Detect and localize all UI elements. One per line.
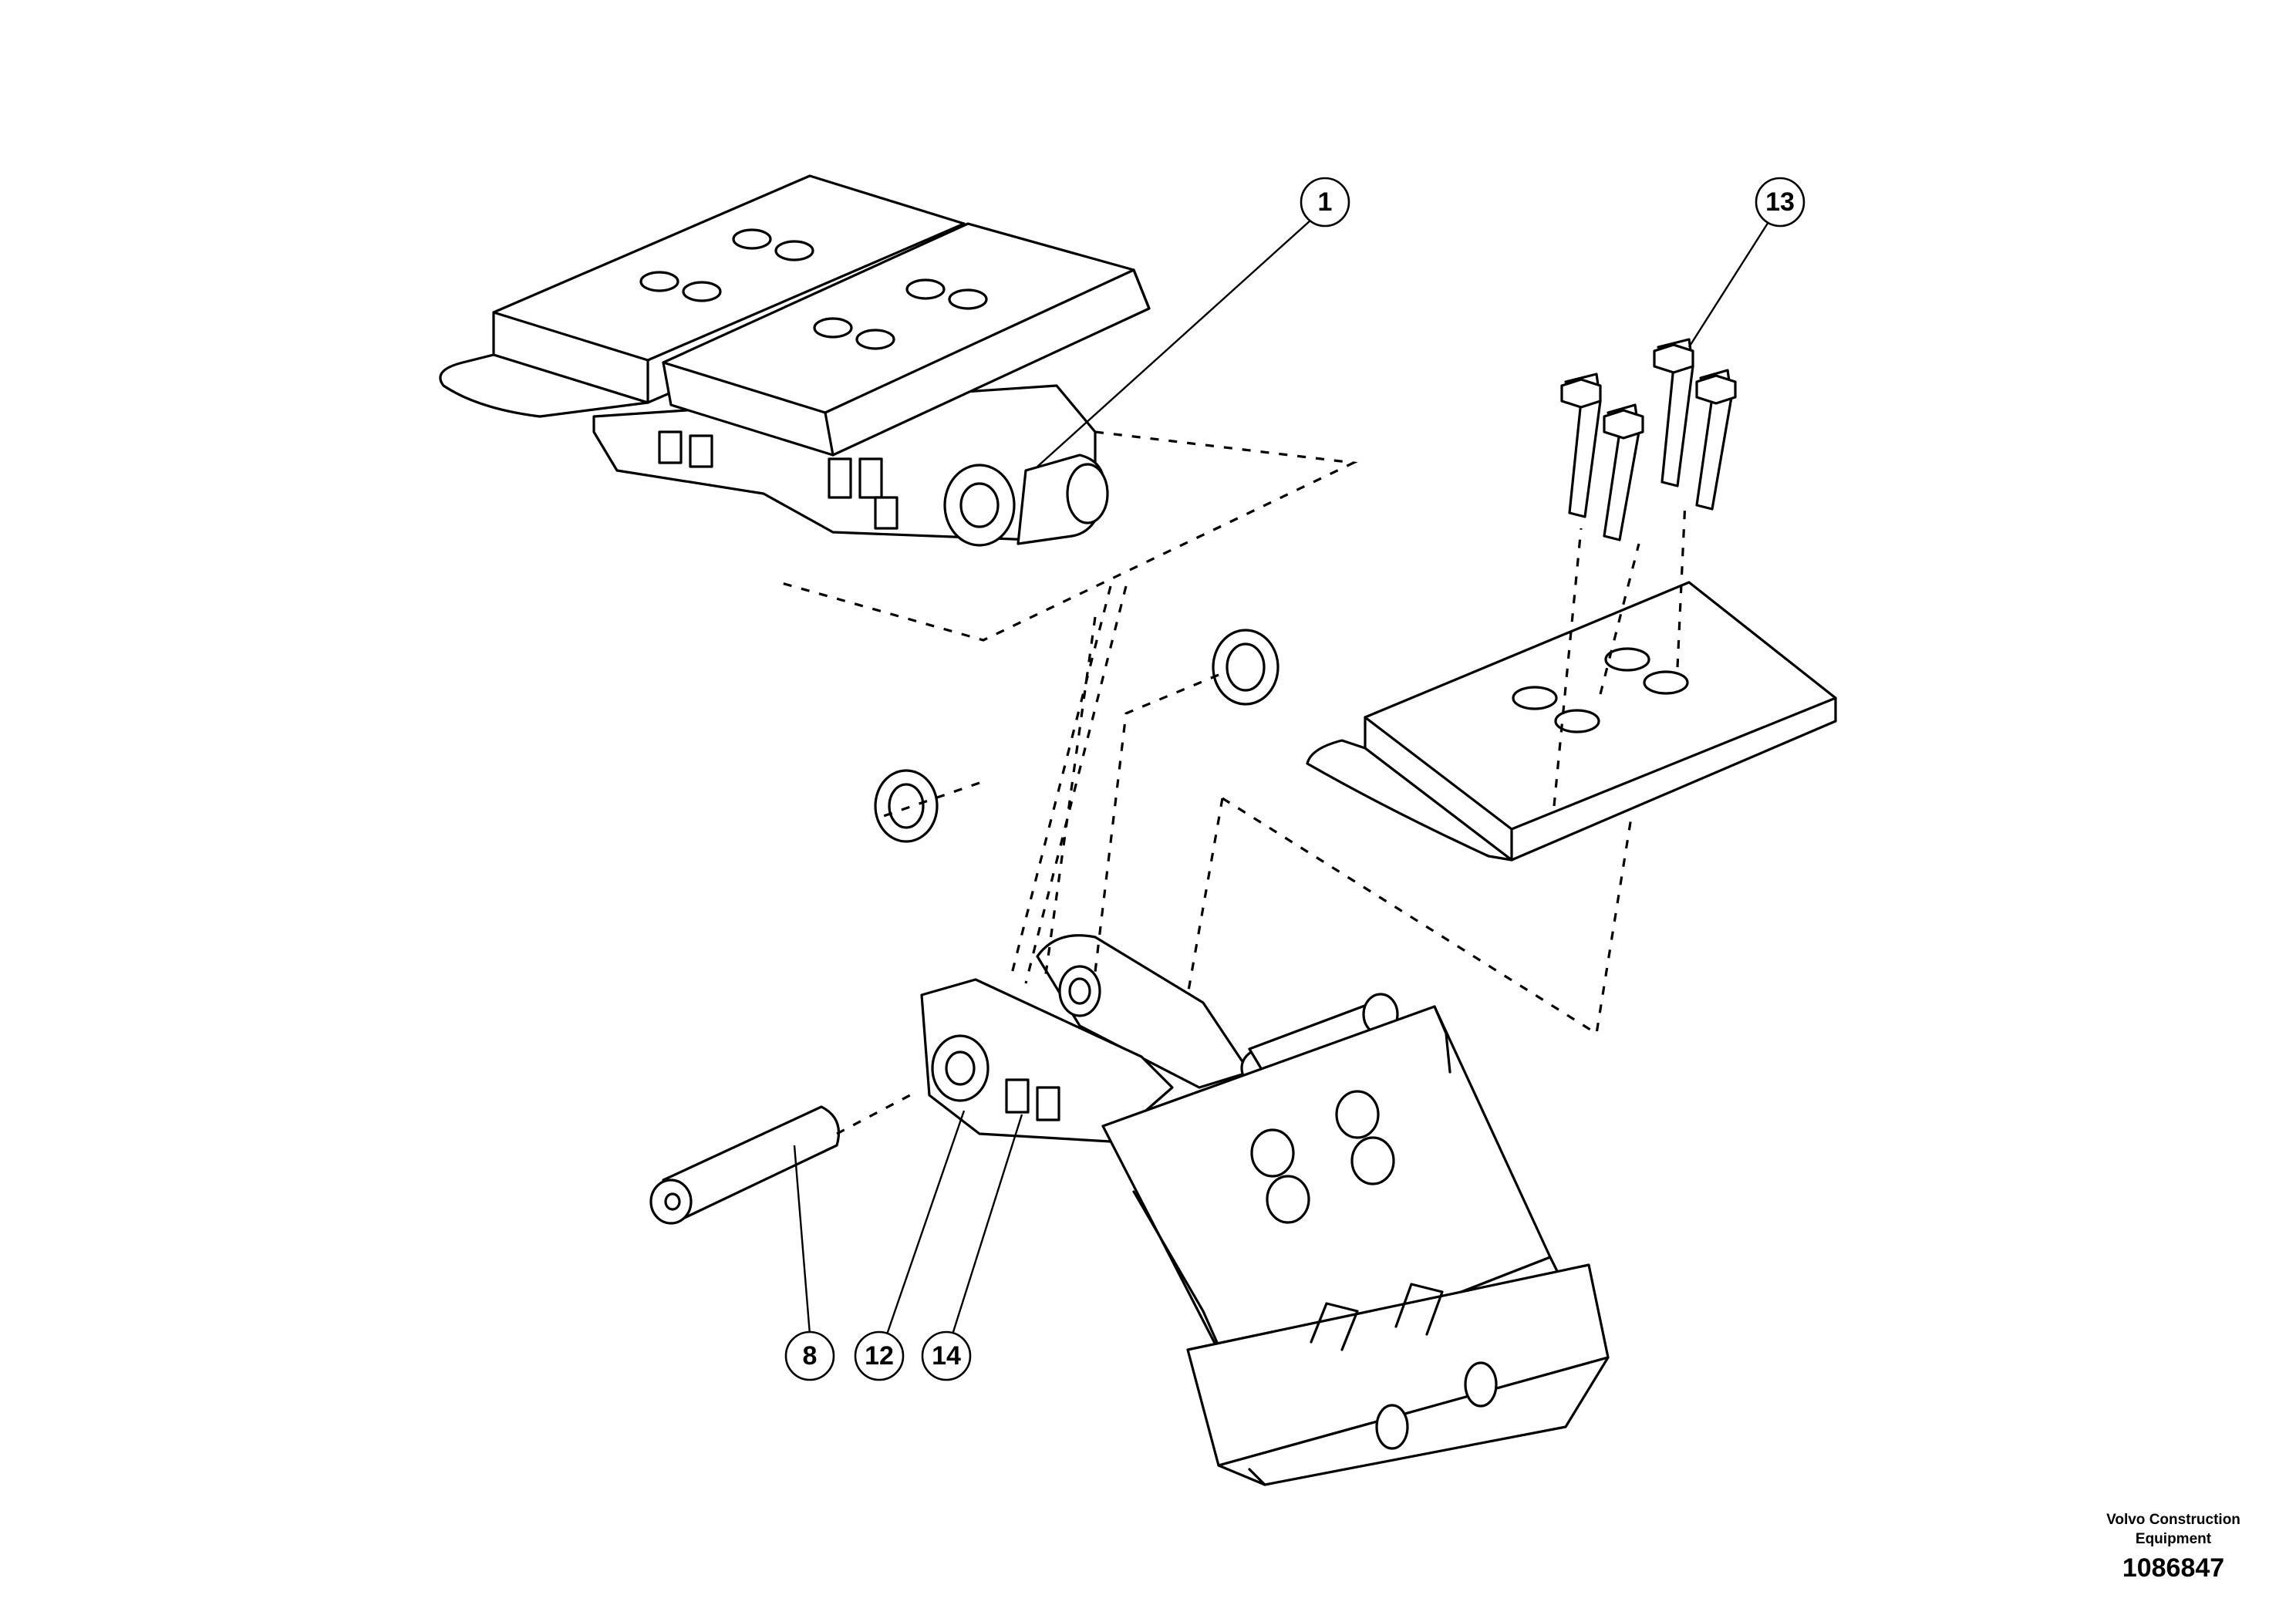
brand-caption: Volvo Construction Equipment bbox=[2011, 1510, 2296, 1549]
callout-1[interactable]: 1 bbox=[1300, 177, 1350, 228]
callout-1-label: 1 bbox=[1318, 187, 1333, 217]
top-track-shoe-assembly bbox=[439, 174, 1151, 547]
brand-line-1: Volvo Construction bbox=[2106, 1512, 2240, 1528]
callout-8[interactable]: 8 bbox=[784, 1330, 835, 1381]
callout-14[interactable]: 14 bbox=[921, 1330, 972, 1381]
projection-lines bbox=[778, 430, 1687, 1135]
callout-14-label: 14 bbox=[932, 1341, 961, 1371]
track-pin bbox=[649, 1105, 841, 1225]
callout-12[interactable]: 12 bbox=[854, 1330, 905, 1381]
seal-rings bbox=[874, 629, 1279, 843]
callout-8-label: 8 bbox=[803, 1341, 818, 1371]
callout-13[interactable]: 13 bbox=[1755, 177, 1805, 228]
part-number: 1086847 bbox=[2122, 1553, 2225, 1583]
callout-13-label: 13 bbox=[1765, 187, 1795, 217]
brand-line-2: Equipment bbox=[2135, 1531, 2212, 1547]
leader-lines bbox=[793, 215, 1774, 1335]
callout-12-label: 12 bbox=[865, 1341, 894, 1371]
bottom-track-assembly bbox=[920, 934, 1610, 1486]
track-bolts bbox=[1560, 338, 1737, 541]
loose-track-shoe-plate bbox=[1306, 581, 1837, 862]
